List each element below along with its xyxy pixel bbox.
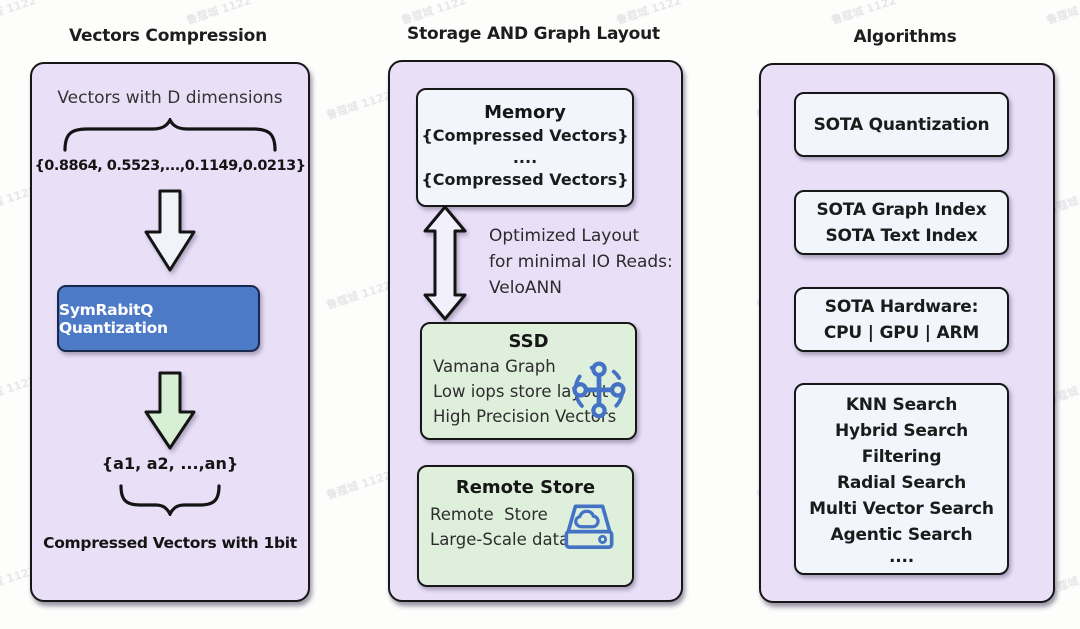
algorithm-line: Multi Vector Search — [809, 499, 994, 519]
middle-column-title: Storage AND Graph Layout — [407, 24, 660, 44]
memory-line: {Compressed Vectors} — [421, 126, 629, 145]
down-arrow-green — [144, 371, 196, 450]
ssd-line: High Precision Vectors — [433, 407, 617, 426]
algorithm-line: Filtering — [861, 447, 942, 467]
memory-title: Memory — [484, 102, 566, 123]
optimized-layout-note: Optimized Layout for minimal IO Reads: V… — [489, 223, 673, 301]
output-vector-values: {a1, a2, ...,an} — [101, 454, 239, 473]
watermark-text: 鲁蔻城 1122 — [1044, 0, 1080, 28]
graph-network-icon — [572, 361, 626, 419]
left-column-title: Vectors Compression — [68, 26, 268, 46]
remote-store-line: Remote Store — [430, 505, 548, 524]
algorithm-line: Agentic Search — [830, 525, 973, 545]
memory-line: .... — [512, 148, 538, 167]
note-line: Optimized Layout — [489, 226, 640, 246]
watermark-text: 鲁蔻城 1122 — [324, 88, 393, 123]
watermark-text: 鲁蔻城 1122 — [184, 0, 253, 28]
compressed-vectors-caption: Compressed Vectors with 1bit — [43, 534, 297, 552]
under-brace — [119, 484, 221, 516]
memory-box: Memory {Compressed Vectors} .... {Compre… — [416, 88, 634, 207]
sota-index-box: SOTA Graph Index SOTA Text Index — [794, 190, 1009, 255]
vectors-compression-panel: Vectors with D dimensions {0.8864, 0.552… — [30, 62, 310, 602]
algorithm-line: .... — [888, 547, 915, 567]
search-types-box: KNN Search Hybrid Search Filtering Radia… — [794, 383, 1009, 575]
symrabitq-quantization-label: SymRabitQ Quantization — [59, 300, 168, 337]
ssd-line: Vamana Graph — [433, 357, 556, 376]
watermark-text: 鲁蔻城 1122 — [324, 278, 393, 313]
note-line: VeloANN — [489, 278, 562, 298]
right-column-title: Algorithms — [853, 27, 957, 47]
remote-store-box: Remote Store Remote Store Large-Scale da… — [417, 465, 634, 587]
algorithm-line: Radial Search — [837, 473, 966, 493]
sota-quantization-box: SOTA Quantization — [794, 92, 1009, 157]
algorithms-panel: SOTA Quantization SOTA Graph Index SOTA … — [759, 63, 1055, 603]
remote-store-title: Remote Store — [455, 477, 596, 498]
symrabitq-quantization-box: SymRabitQ Quantization — [57, 285, 260, 352]
watermark-text: 鲁蔻城 1122 — [829, 0, 898, 28]
down-arrow-white — [144, 189, 196, 272]
algorithm-line: KNN Search — [845, 395, 958, 415]
algorithm-line: SOTA Graph Index — [816, 199, 987, 220]
double-arrow-vertical — [423, 205, 467, 321]
watermark-text: 鲁蔻城 1122 — [324, 468, 393, 503]
input-vector-values: {0.8864, 0.5523,...,0.1149,0.0213} — [34, 158, 306, 174]
over-brace — [63, 118, 277, 152]
algorithm-line: SOTA Quantization — [813, 114, 990, 135]
memory-line: {Compressed Vectors} — [421, 170, 629, 189]
note-line: for minimal IO Reads: — [489, 252, 673, 272]
algorithm-line: Hybrid Search — [835, 421, 968, 441]
sota-hardware-box: SOTA Hardware: CPU | GPU | ARM — [794, 287, 1009, 352]
watermark-text: 鲁蔻城 1122 — [0, 0, 38, 28]
storage-drive-icon — [564, 504, 614, 549]
ssd-box: SSD Vamana Graph Low iops store layout H… — [420, 322, 637, 440]
algorithm-line: CPU | GPU | ARM — [823, 322, 980, 343]
storage-graph-layout-panel: Memory {Compressed Vectors} .... {Compre… — [388, 60, 683, 602]
remote-store-line: Large-Scale data — [430, 530, 570, 549]
algorithm-line: SOTA Hardware: — [824, 296, 979, 317]
algorithm-line: SOTA Text Index — [825, 225, 978, 246]
ssd-title: SSD — [508, 331, 549, 352]
vectors-dimensions-label: Vectors with D dimensions — [57, 88, 283, 108]
